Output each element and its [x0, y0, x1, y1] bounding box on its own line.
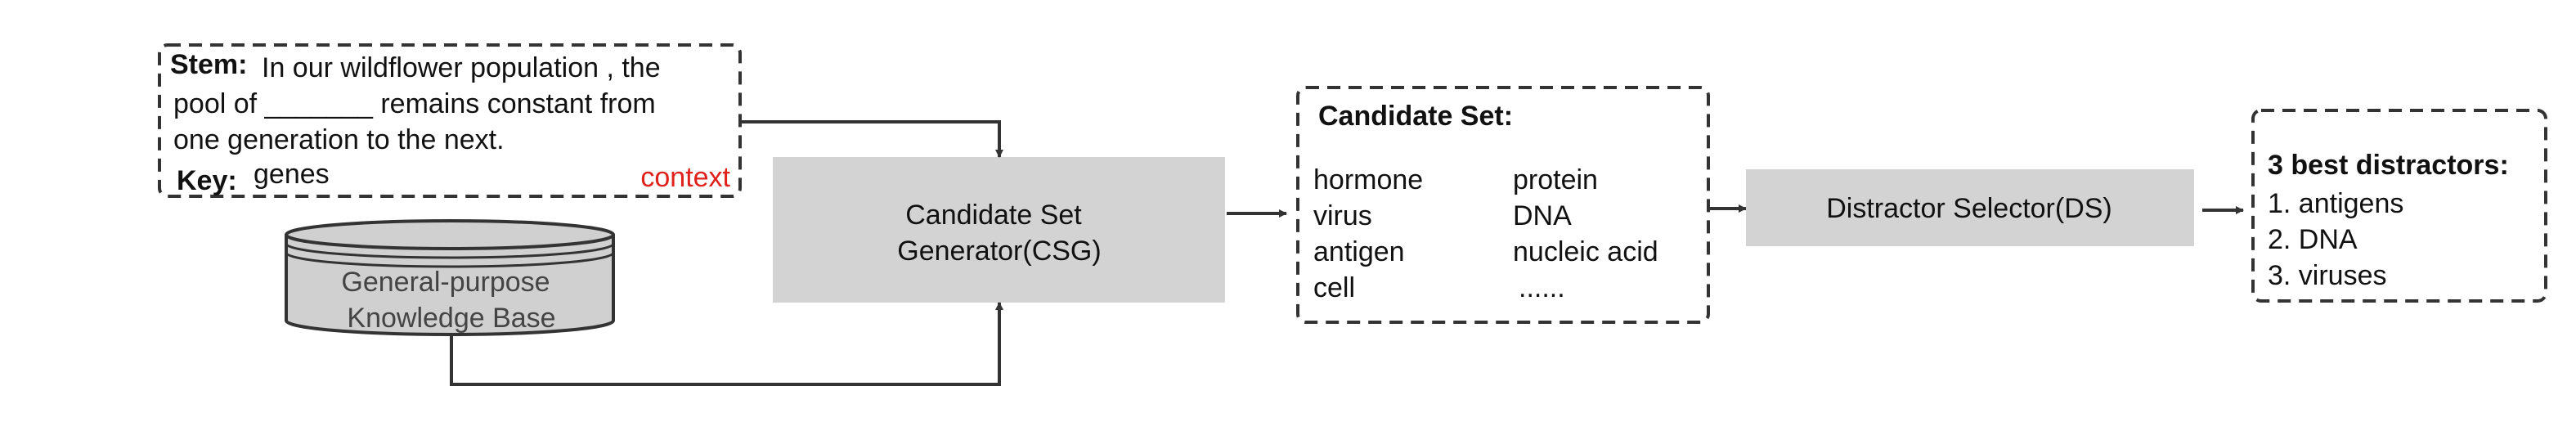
csg-box: Candidate Set Generator(CSG) — [773, 157, 1225, 303]
ds-label: Distractor Selector(DS) — [1826, 193, 2112, 224]
best-distractor-2: 2. DNA — [2268, 224, 2358, 255]
candidate-left-2: virus — [1313, 200, 1372, 231]
csg-box-rect — [773, 157, 1225, 303]
stem-line-2: pool of _______ remains constant from — [173, 88, 656, 119]
candidate-set-border — [1296, 86, 1710, 324]
best-distractors-box: 3 best distractors: 1. antigens 2. DNA 3… — [2251, 109, 2547, 303]
candidate-right-4: ...... — [1519, 272, 1565, 303]
kb-to-csg-arrow — [450, 302, 1003, 386]
csg-label-line-1: Candidate Set — [905, 200, 1082, 231]
candidate-set-title: Candidate Set: — [1318, 101, 1513, 132]
stem-line-3: one generation to the next. — [173, 124, 505, 155]
candidate-right-2: DNA — [1513, 200, 1572, 231]
knowledge-base-cylinder-top — [285, 219, 615, 250]
candidate-right-3: nucleic acid — [1513, 236, 1658, 267]
best-distractor-3: 3. viruses — [2268, 260, 2387, 291]
csg-label-line-2: Generator(CSG) — [897, 236, 1101, 267]
key-label: Key: — [177, 165, 237, 196]
context-tag: context — [640, 162, 730, 193]
candidate-left-3: antigen — [1313, 236, 1405, 267]
candidate-right-1: protein — [1513, 164, 1598, 195]
knowledge-base-ring-1 — [285, 243, 615, 259]
stem-to-csg-arrow — [740, 120, 1003, 158]
best-distractors-border — [2251, 109, 2547, 303]
candidate-set-box: Candidate Set: hormone virus antigen cel… — [1296, 86, 1710, 324]
knowledge-base: General-purpose Knowledge Base — [285, 219, 615, 336]
stem-box: Stem: In our wildflower population , the… — [158, 43, 742, 198]
best-distractors-title: 3 best distractors: — [2268, 150, 2509, 181]
ds-box: Distractor Selector(DS) — [1746, 169, 2194, 246]
key-value: genes — [254, 159, 330, 190]
knowledge-base-label-line-1: General-purpose — [341, 267, 550, 298]
candidate-left-4: cell — [1313, 272, 1355, 303]
best-distractor-1: 1. antigens — [2268, 188, 2403, 219]
stem-line-1: In our wildflower population , the — [262, 52, 661, 83]
stem-label: Stem: — [170, 49, 247, 80]
candidate-left-1: hormone — [1313, 164, 1423, 195]
knowledge-base-ring-2 — [285, 252, 615, 268]
knowledge-base-label-line-2: Knowledge Base — [347, 303, 555, 334]
ds-box-rect — [1746, 169, 2194, 246]
